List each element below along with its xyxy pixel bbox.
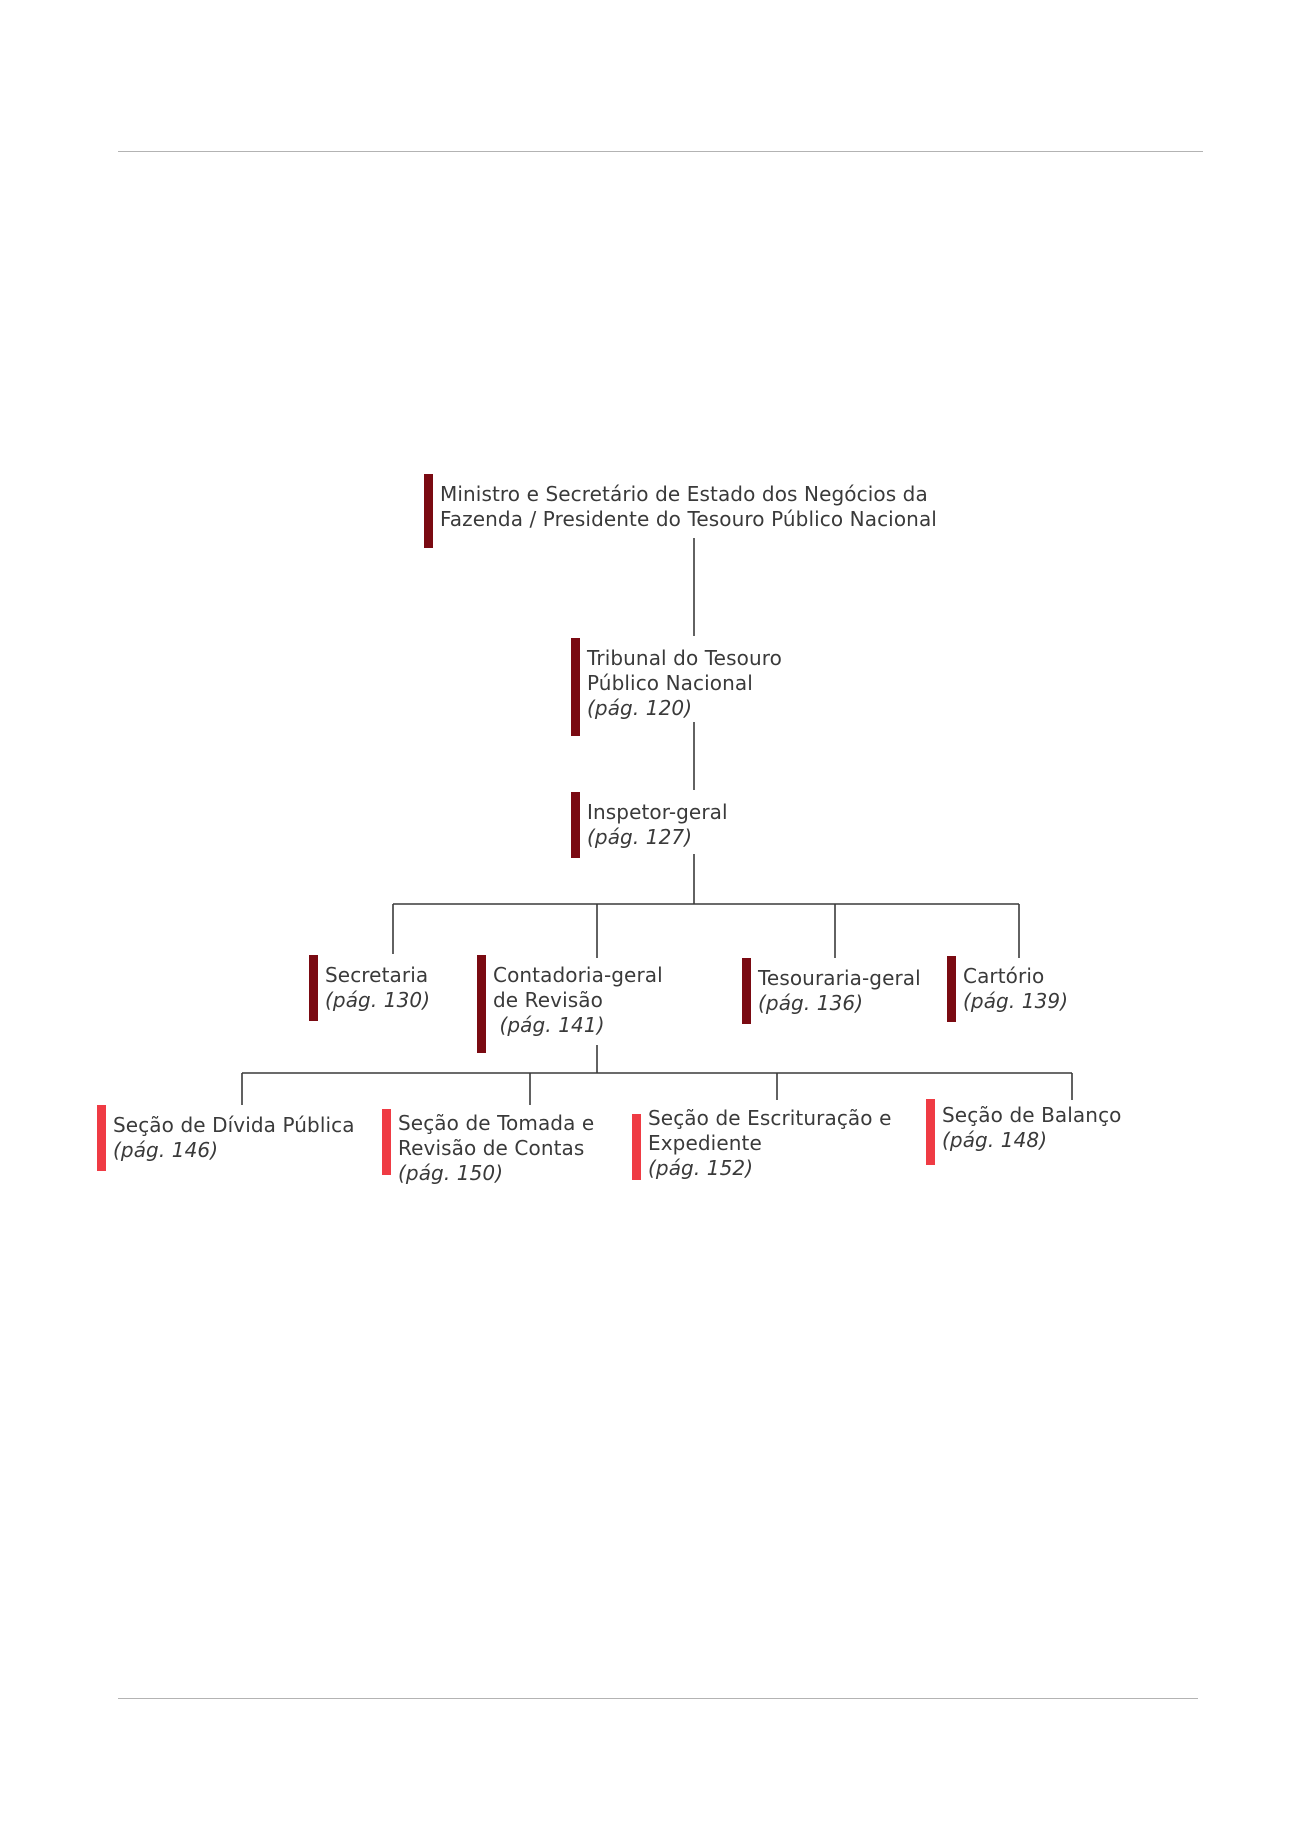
node-label: Inspetor-geral (pág. 127) (587, 800, 728, 850)
level-marker (382, 1109, 391, 1175)
page-reference: (pág. 148) (942, 1128, 1048, 1152)
node-label-line: de Revisão (493, 988, 603, 1012)
page-reference: (pág. 127) (587, 825, 693, 849)
top-rule (118, 151, 1203, 152)
node-label-line: Expediente (648, 1131, 762, 1155)
level-marker (477, 955, 486, 1053)
level-marker (926, 1099, 935, 1165)
level-marker (309, 955, 318, 1021)
page-reference: (pág. 130) (325, 988, 431, 1012)
node-label-line: Ministro e Secretário de Estado dos Negó… (440, 482, 928, 506)
node-label-line: Cartório (963, 964, 1045, 988)
node-label-line: Tesouraria-geral (758, 966, 921, 990)
node-label-line: Seção de Dívida Pública (113, 1113, 355, 1137)
node-label: Tribunal do Tesouro Público Nacional (pá… (587, 646, 782, 721)
bottom-rule (118, 1698, 1198, 1699)
node-label: Ministro e Secretário de Estado dos Negó… (440, 482, 937, 532)
page-reference: (pág. 146) (113, 1138, 219, 1162)
page-reference: (pág. 150) (398, 1161, 504, 1185)
node-label-line: Seção de Tomada e (398, 1111, 595, 1135)
page-reference: (pág. 139) (963, 989, 1069, 1013)
node-label: Seção de Balanço (pág. 148) (942, 1103, 1122, 1153)
page-reference: (pág. 120) (587, 696, 693, 720)
page-reference: (pág. 141) (493, 1013, 605, 1037)
node-label-line: Público Nacional (587, 671, 753, 695)
node-label: Contadoria-geral de Revisão (pág. 141) (493, 963, 663, 1038)
node-label-line: Seção de Escrituração e (648, 1106, 892, 1130)
node-label-line: Tribunal do Tesouro (587, 646, 782, 670)
level-marker (571, 792, 580, 858)
level-marker (571, 638, 580, 736)
node-label-line: Contadoria-geral (493, 963, 663, 987)
node-label: Secretaria (pág. 130) (325, 963, 430, 1013)
node-label: Seção de Escrituração e Expediente (pág.… (648, 1106, 891, 1181)
node-label: Seção de Tomada e Revisão de Contas (pág… (398, 1111, 594, 1186)
page-reference: (pág. 152) (648, 1156, 754, 1180)
node-label: Tesouraria-geral (pág. 136) (758, 966, 921, 1016)
node-label-line: Seção de Balanço (942, 1103, 1122, 1127)
level-marker (97, 1105, 106, 1171)
level-marker (632, 1114, 641, 1180)
node-label-line: Fazenda / Presidente do Tesouro Público … (440, 507, 937, 531)
level-marker (742, 958, 751, 1024)
level-marker (947, 956, 956, 1022)
level-marker (424, 474, 433, 548)
node-label-line: Inspetor-geral (587, 800, 728, 824)
node-label-line: Secretaria (325, 963, 429, 987)
node-label: Seção de Dívida Pública (pág. 146) (113, 1113, 355, 1163)
node-label: Cartório (pág. 139) (963, 964, 1068, 1014)
page-reference: (pág. 136) (758, 991, 864, 1015)
node-label-line: Revisão de Contas (398, 1136, 585, 1160)
